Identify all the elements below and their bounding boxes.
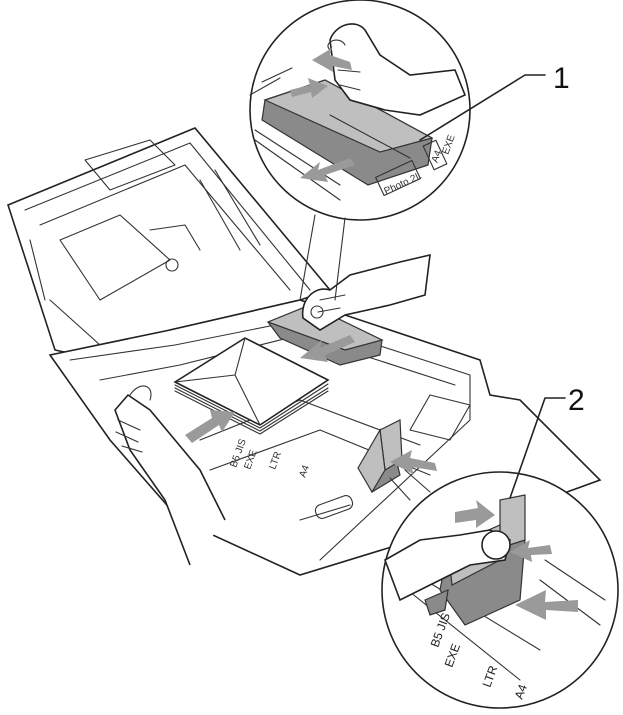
callout-number-2: 2 bbox=[568, 384, 585, 417]
paper-width-guide bbox=[357, 419, 403, 494]
zoom-circle-width-guide: B5 JIS EXE LTR A4 bbox=[381, 471, 619, 709]
envelope-stack bbox=[173, 337, 330, 435]
hand-left bbox=[114, 385, 226, 566]
zoom-circle-length-guide: Photo 2L A4 EXE bbox=[249, 0, 471, 221]
tray-label-a4: A4 bbox=[297, 463, 312, 479]
zoom2-label-a4: A4 bbox=[512, 682, 530, 701]
slide-arrow-width bbox=[390, 450, 437, 474]
callout-leader-1 bbox=[419, 74, 546, 141]
callout-leader-2 bbox=[509, 397, 566, 499]
callout-number-1: 1 bbox=[553, 62, 570, 95]
hand-right bbox=[301, 253, 431, 331]
zoom1-label-a4: A4 bbox=[430, 149, 445, 165]
push-arrow-envelope bbox=[185, 410, 235, 443]
slide-arrow-length bbox=[300, 335, 355, 362]
